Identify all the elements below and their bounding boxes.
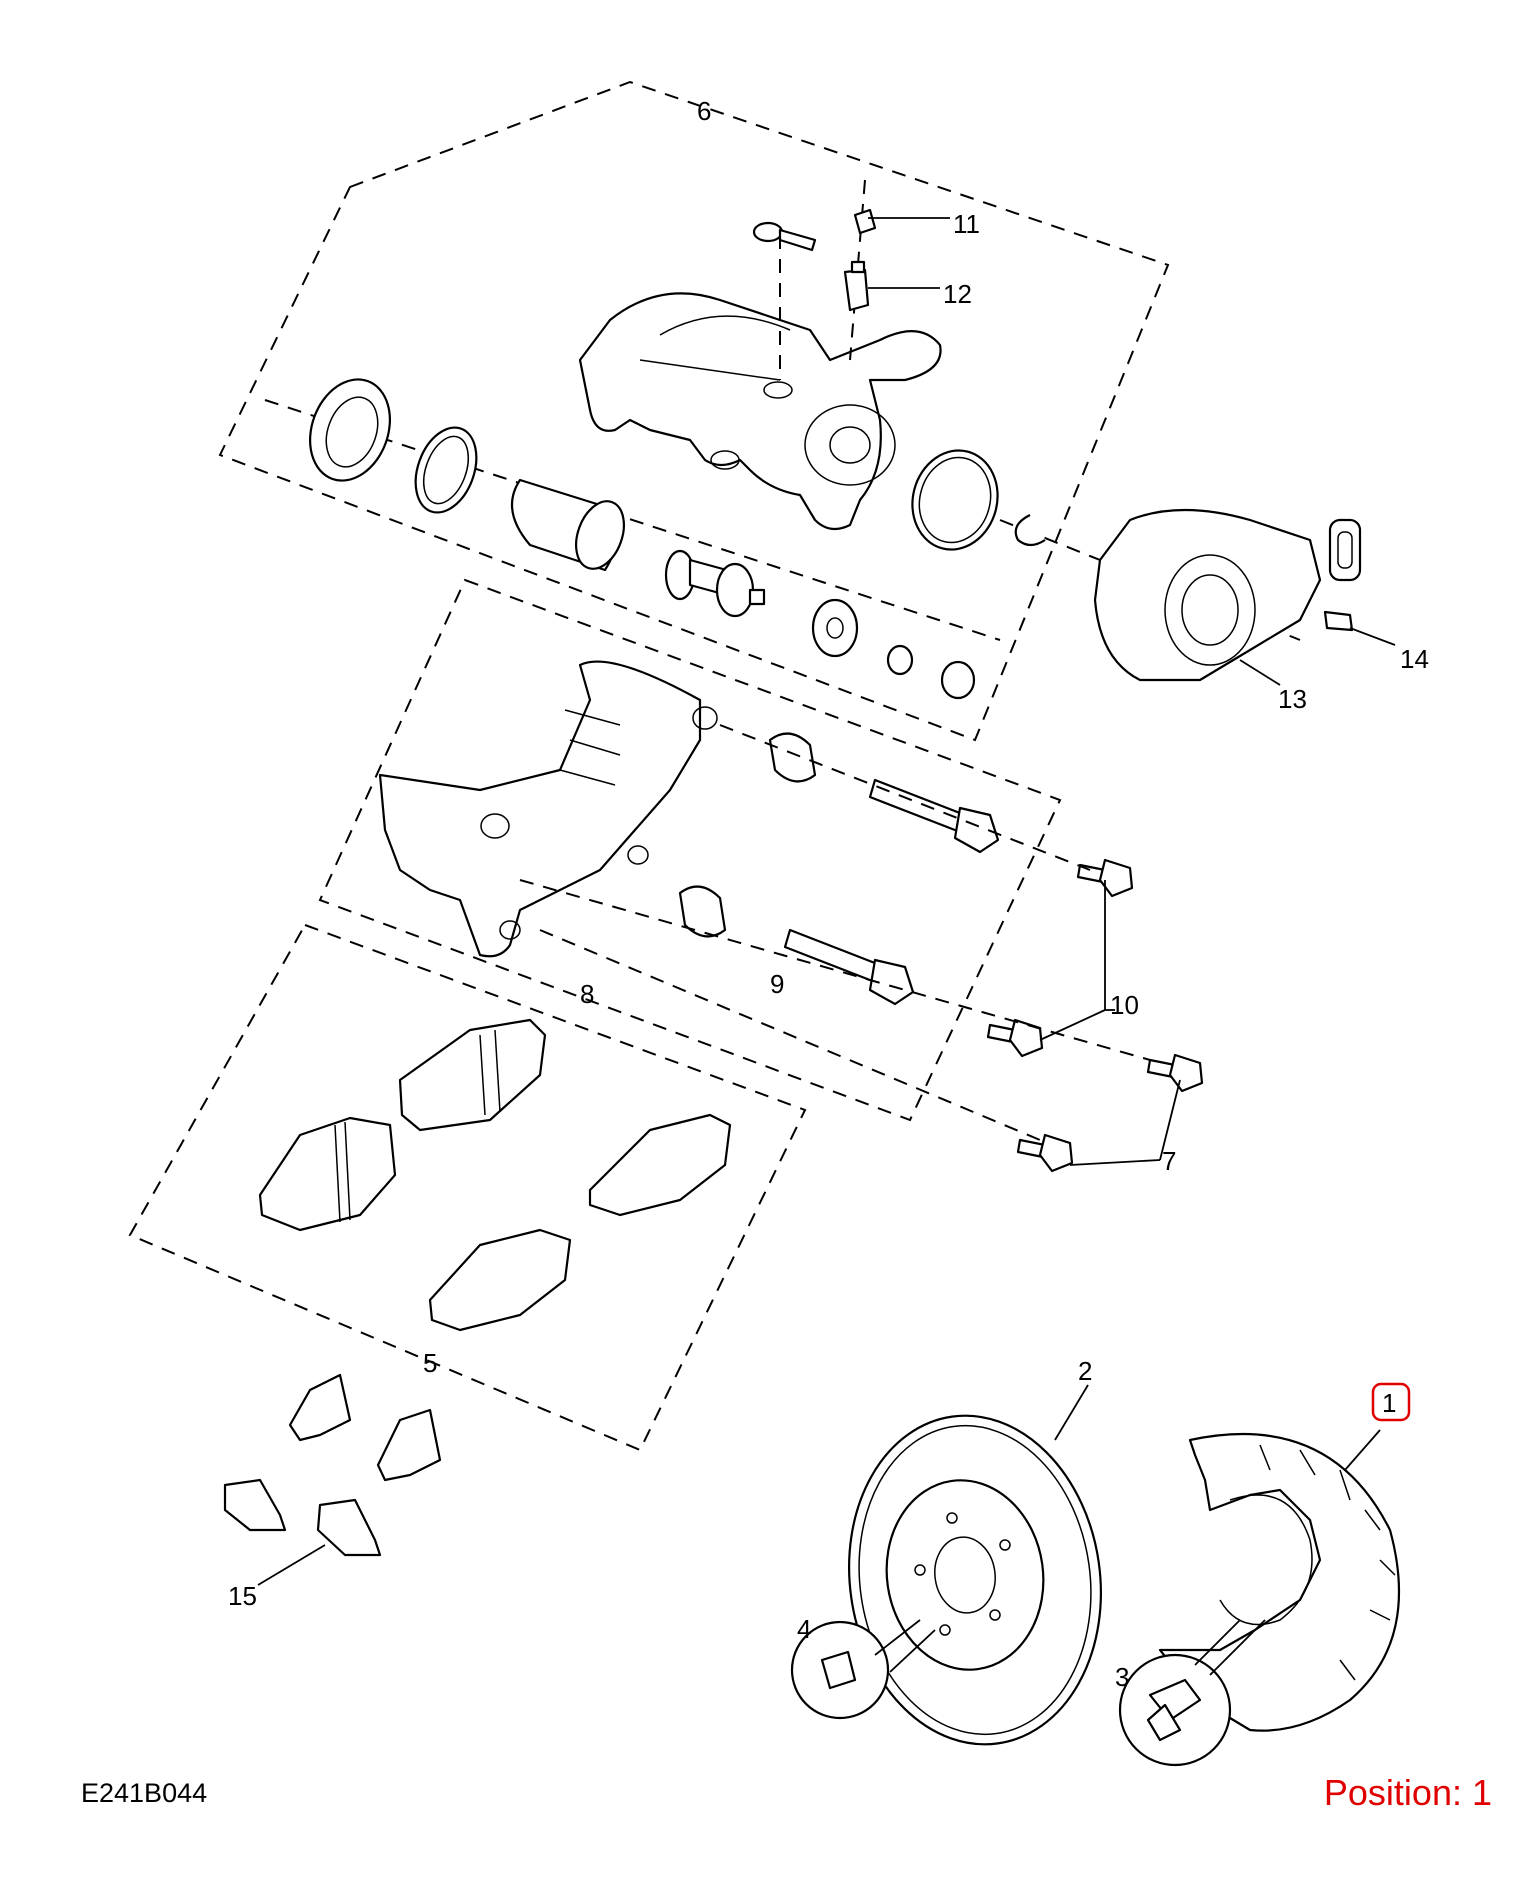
o-ring-small[interactable]	[886, 644, 914, 676]
callout-7[interactable]: 7	[1162, 1146, 1176, 1176]
bolt-10-lower[interactable]	[986, 1018, 1044, 1058]
group-6-boundary	[218, 80, 1170, 742]
piston-boot[interactable]	[297, 368, 404, 492]
bolt-7-lower[interactable]	[1016, 1133, 1074, 1173]
brake-disc[interactable]	[828, 1399, 1121, 1761]
callout-2[interactable]: 2	[1078, 1356, 1092, 1386]
detail-circle-bolt-3	[1118, 1653, 1232, 1767]
brake-pad-2[interactable]	[258, 1116, 397, 1232]
guide-pin-upper[interactable]	[868, 778, 1000, 854]
callout-14[interactable]: 14	[1400, 644, 1429, 674]
thrust-washer[interactable]	[811, 598, 859, 658]
callout-1[interactable]: 1	[1382, 1388, 1396, 1418]
pad-clip-3[interactable]	[223, 1478, 287, 1532]
piston[interactable]	[510, 478, 633, 575]
group-5-boundary	[128, 923, 807, 1452]
group-8-boundary	[318, 578, 1062, 1122]
caliper-body[interactable]	[578, 292, 942, 531]
piston-seal[interactable]	[405, 419, 488, 521]
detail-circle-bolt-4	[790, 1620, 890, 1720]
callout-6[interactable]: 6	[697, 96, 711, 126]
bleed-cap[interactable]	[853, 208, 877, 235]
callout-15[interactable]: 15	[228, 1581, 257, 1611]
bolt-7-upper[interactable]	[1146, 1053, 1204, 1093]
callout-11[interactable]: 11	[953, 209, 980, 239]
drawing-code: E241B044	[81, 1778, 208, 1808]
callout-12[interactable]: 12	[943, 279, 972, 309]
park-brake-motor[interactable]	[1093, 508, 1322, 682]
callout-13[interactable]: 13	[1278, 684, 1307, 714]
circlip[interactable]	[1014, 514, 1046, 547]
guide-pin-lower[interactable]	[783, 928, 915, 1006]
leader-lines	[257, 217, 1396, 1676]
guide-boot-upper[interactable]	[768, 732, 817, 783]
brake-pad-4[interactable]	[428, 1228, 572, 1332]
callout-1-highlight	[1371, 1382, 1411, 1422]
pad-clip-4[interactable]	[316, 1498, 382, 1557]
callout-8[interactable]: 8	[580, 979, 594, 1009]
bolt-10-upper[interactable]	[1076, 858, 1134, 898]
adjuster-spindle[interactable]	[664, 549, 766, 618]
bleed-screw[interactable]	[843, 260, 870, 312]
callout-9[interactable]: 9	[770, 969, 784, 999]
callout-4[interactable]: 4	[797, 1614, 811, 1644]
motor-gasket[interactable]	[1328, 518, 1362, 582]
pad-clip-2[interactable]	[376, 1408, 442, 1482]
callout-10[interactable]: 10	[1110, 990, 1139, 1020]
shield-bolt[interactable]	[1146, 1678, 1202, 1742]
o-ring-large[interactable]	[901, 441, 1008, 559]
brake-pad-3[interactable]	[588, 1113, 732, 1217]
position-label: Position: 1	[1323, 1772, 1492, 1813]
seal-small[interactable]	[940, 660, 976, 700]
banjo-fitting[interactable]	[752, 221, 817, 252]
motor-screw[interactable]	[1323, 610, 1354, 632]
pad-clip-1[interactable]	[288, 1373, 352, 1442]
callout-3[interactable]: 3	[1115, 1662, 1129, 1692]
brake-pad-1[interactable]	[398, 1018, 547, 1132]
guide-boot-lower[interactable]	[678, 885, 727, 938]
callout-5[interactable]: 5	[423, 1348, 437, 1378]
disc-retaining-screw[interactable]	[820, 1650, 857, 1690]
caliper-carrier[interactable]	[378, 660, 718, 958]
